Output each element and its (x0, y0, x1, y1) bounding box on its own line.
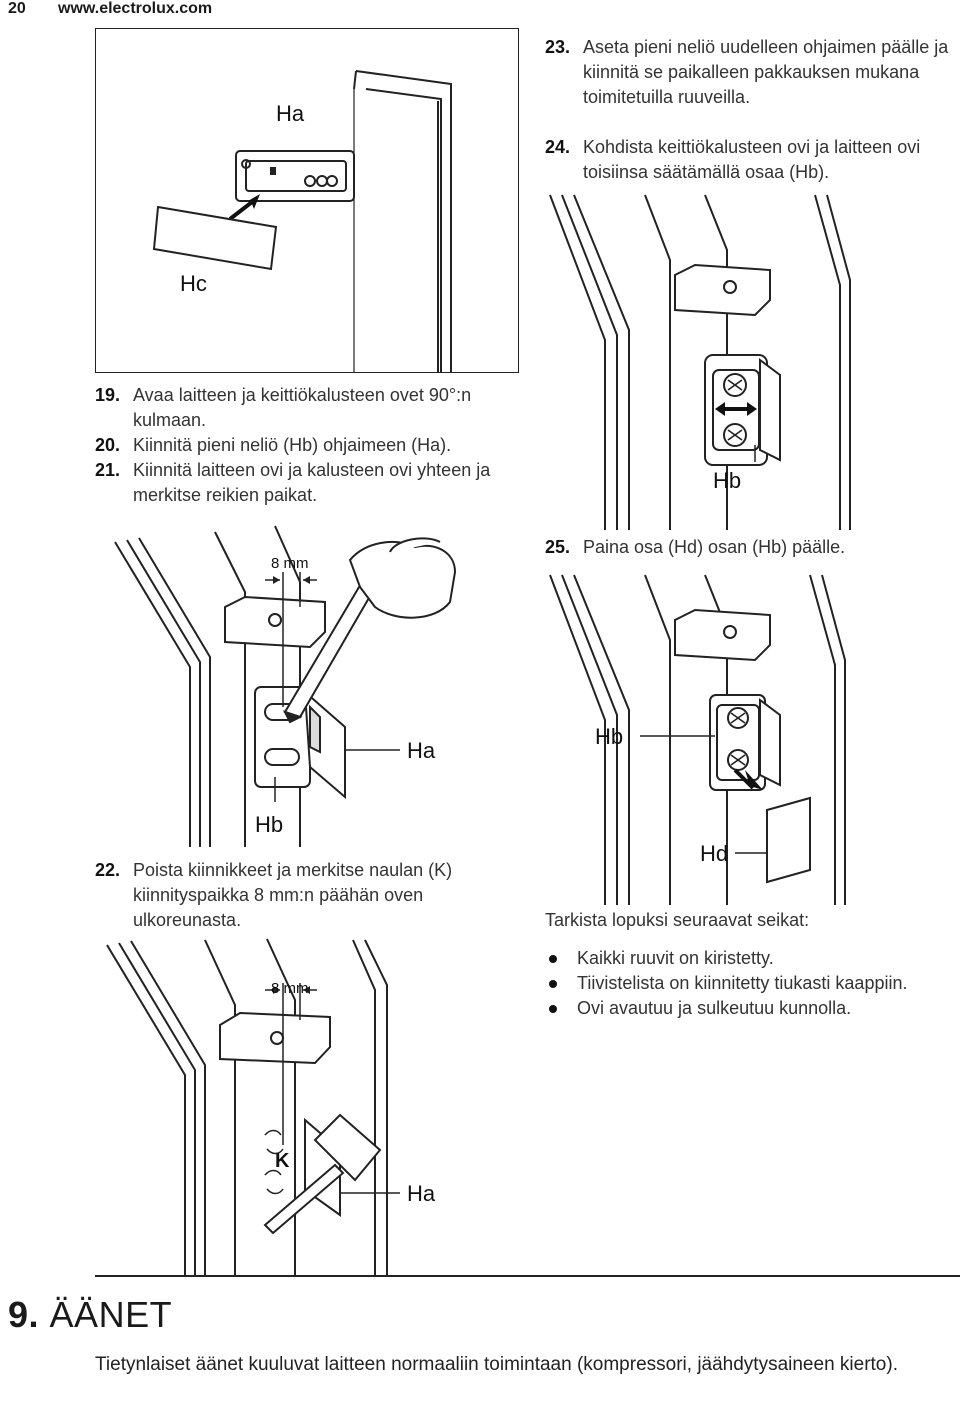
final-checklist: Tarkista lopuksi seuraavat seikat: Kaikk… (545, 908, 950, 1021)
figure-mark-holes: 8 mm Ha Hb (95, 512, 517, 847)
step-number: 19. (95, 385, 121, 405)
step-text: Aseta pieni neliö uudelleen ohjaimen pää… (583, 37, 949, 107)
figure-ha-hc-drawing: Ha Hc (152, 70, 452, 372)
site-url: www.electrolux.com (58, 0, 213, 17)
label-hc: Hc (180, 271, 207, 296)
step-23: 23. Aseta pieni neliö uudelleen ohjaimen… (545, 35, 950, 110)
label-ha: Ha (276, 101, 305, 126)
figure-hd-on-hb: Hb Hd (545, 570, 940, 905)
figure-nail-k: 8 mm K Ha (95, 935, 517, 1275)
label-8mm: 8 mm (271, 980, 309, 997)
checklist-item: Ovi avautuu ja sulkeutuu kunnolla. (545, 996, 950, 1021)
figure-mark-holes-drawing: 8 mm Ha Hb (114, 525, 457, 847)
figure-hd-on-hb-drawing: Hb Hd (549, 574, 846, 905)
section-number: 9. (8, 1294, 40, 1335)
step-19: 19. Avaa laitteen ja keittiökalusteen ov… (95, 383, 515, 433)
label-ha: Ha (407, 738, 436, 763)
step-number: 20. (95, 435, 121, 455)
step-number: 25. (545, 537, 571, 557)
section-body: Tietynlaiset äänet kuuluvat laitteen nor… (95, 1354, 898, 1375)
step-text: Poista kiinnikkeet ja merkitse naulan (K… (133, 860, 453, 930)
checklist-item: Tiivistelista on kiinnitetty tiukasti ka… (545, 971, 950, 996)
checklist-item: Kaikki ruuvit on kiristetty. (545, 946, 950, 971)
step-25: 25. Paina osa (Hd) osan (Hb) päälle. (545, 535, 950, 560)
label-hd: Hd (700, 841, 728, 866)
step-number: 22. (95, 860, 121, 880)
figure-nail-k-drawing: 8 mm K Ha (106, 938, 436, 1275)
step-22: 22. Poista kiinnikkeet ja merkitse naula… (95, 858, 515, 933)
label-k: K (275, 1150, 290, 1172)
label-hb: Hb (713, 468, 741, 493)
checklist-list: Kaikki ruuvit on kiristetty. Tiivistelis… (545, 946, 950, 1021)
section-heading: 9. ÄÄNET (8, 1294, 172, 1336)
figure-ha-hc: Ha Hc (95, 28, 519, 373)
step-number: 24. (545, 137, 571, 157)
step-text: Paina osa (Hd) osan (Hb) päälle. (583, 537, 846, 557)
step-number: 23. (545, 37, 571, 57)
step-24: 24. Kohdista keittiökalusteen ovi ja lai… (545, 135, 950, 185)
step-20: 20. Kiinnitä pieni neliö (Hb) ohjaimeen … (95, 433, 515, 458)
step-21: 21. Kiinnitä laitteen ovi ja kalusteen o… (95, 458, 515, 508)
label-ha: Ha (407, 1181, 436, 1206)
section-title: ÄÄNET (49, 1294, 173, 1335)
step-text: Avaa laitteen ja keittiökalusteen ovet 9… (133, 385, 472, 430)
label-hb: Hb (255, 812, 283, 837)
label-8mm: 8 mm (271, 555, 309, 572)
checklist-intro: Tarkista lopuksi seuraavat seikat: (545, 910, 810, 930)
step-text: Kohdista keittiökalusteen ovi ja laittee… (583, 137, 921, 182)
step-text: Kiinnitä pieni neliö (Hb) ohjaimeen (Ha)… (133, 435, 452, 455)
label-hb: Hb (595, 724, 623, 749)
page-number: 20 (8, 0, 26, 17)
figure-hb-adjust: Hb (545, 190, 940, 530)
figure-hb-adjust-drawing: Hb (549, 194, 851, 530)
section-divider (95, 1275, 960, 1277)
step-text: Kiinnitä laitteen ovi ja kalusteen ovi y… (133, 460, 491, 505)
step-number: 21. (95, 460, 121, 480)
